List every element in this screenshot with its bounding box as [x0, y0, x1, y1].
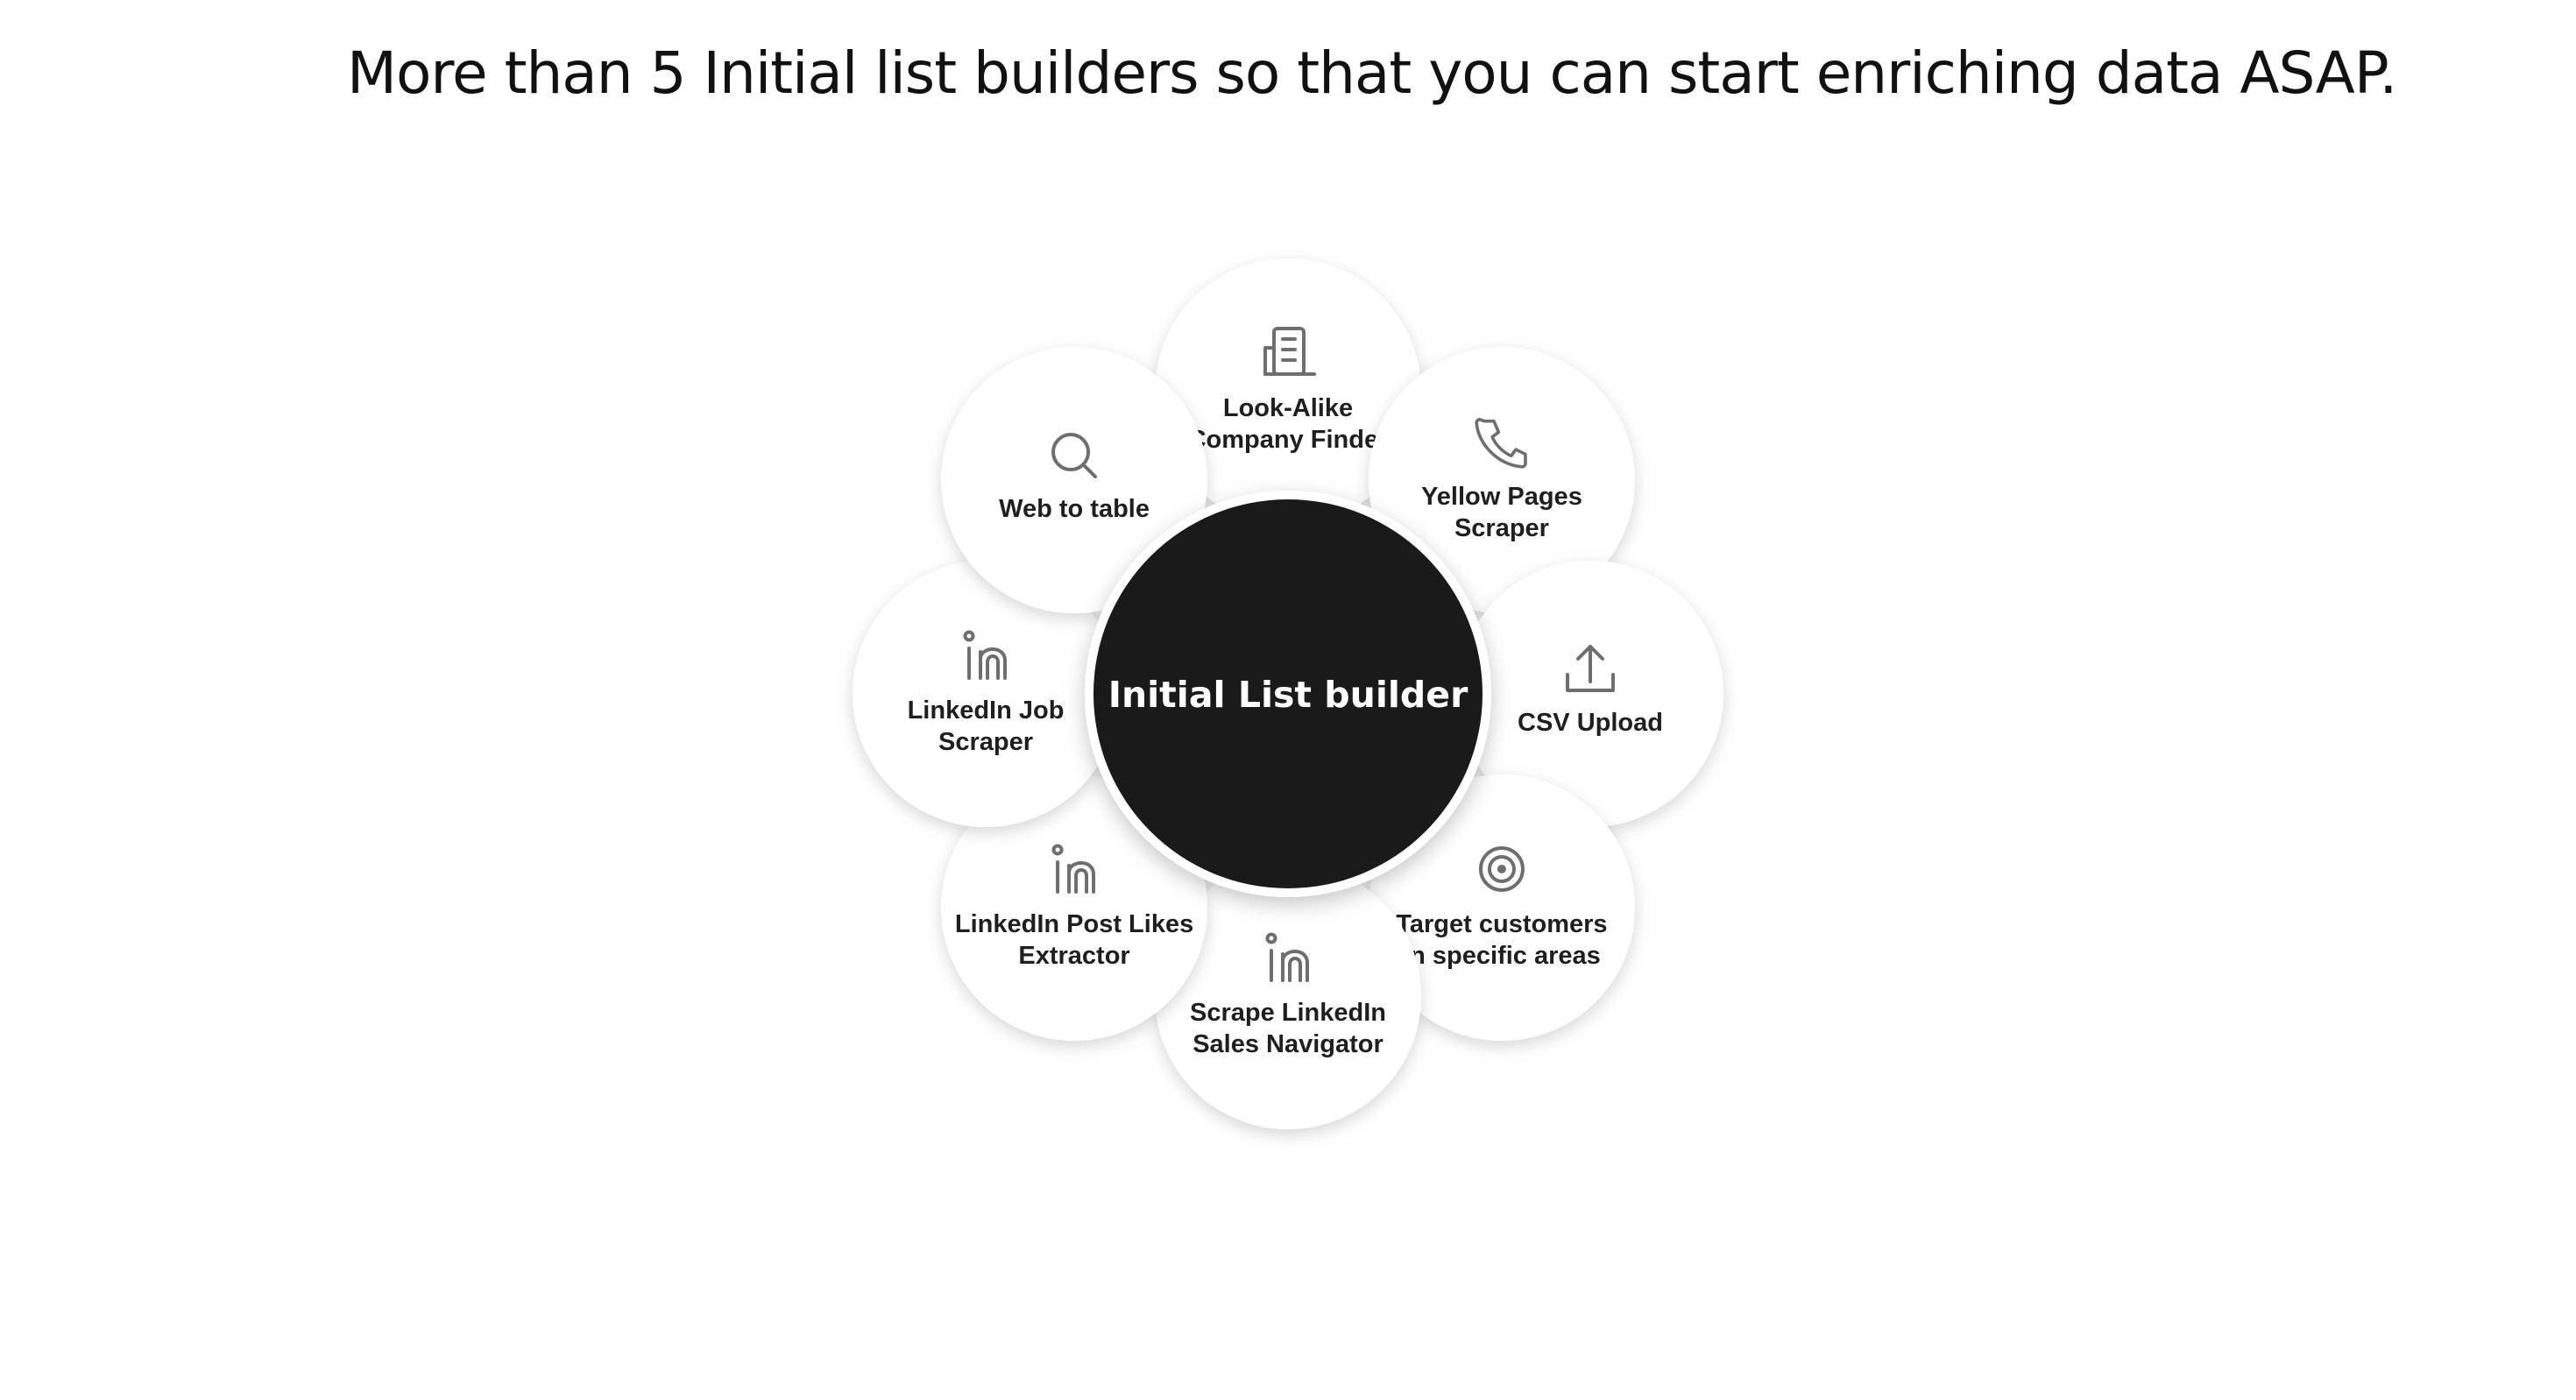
node-circle-csv-upload[interactable]	[1457, 561, 1723, 827]
node-circle-job-scraper[interactable]	[853, 561, 1119, 827]
node-label-job-scraper: LinkedIn Job	[908, 696, 1065, 725]
node-label-csv-upload: CSV Upload	[1518, 709, 1663, 737]
headline: More than 5 Initial list builders so tha…	[347, 39, 2397, 107]
node-label-yellow-pages: Yellow Pages	[1421, 483, 1582, 511]
center-hub-circle	[1093, 499, 1483, 888]
node-label-look-alike: Look-Alike	[1223, 394, 1353, 422]
node-target-customers[interactable]: Target customers in specific areas	[1368, 774, 1635, 1041]
node-circle-post-likes[interactable]	[941, 774, 1208, 1041]
linkedin-icon	[1265, 932, 1309, 982]
node-label-sales-navigator: Scrape LinkedIn	[1190, 999, 1386, 1027]
linkedin-icon	[963, 630, 1007, 680]
center-hub-label: Initial List builder	[1108, 674, 1468, 716]
node-label-post-likes: LinkedIn Post Likes	[955, 910, 1193, 938]
node-label-sales-navigator: Sales Navigator	[1192, 1030, 1384, 1058]
node-label-yellow-pages: Scraper	[1454, 514, 1549, 542]
center-hub: Initial List builder	[1085, 491, 1491, 897]
node-circle-web-to-table[interactable]	[941, 347, 1208, 614]
node-label-job-scraper: Scraper	[938, 728, 1033, 756]
node-label-target-customers: Target customers	[1396, 910, 1607, 938]
search-icon	[1051, 433, 1098, 479]
node-label-post-likes: Extractor	[1018, 942, 1129, 970]
node-label-web-to-table: Web to table	[999, 495, 1150, 523]
linkedin-icon	[1051, 844, 1096, 894]
node-circle-sales-navigator[interactable]	[1155, 863, 1421, 1129]
node-circle-yellow-pages[interactable]	[1368, 347, 1635, 614]
node-web-to-table[interactable]: Web to table	[941, 347, 1208, 614]
node-csv-upload[interactable]: CSV Upload	[1457, 561, 1723, 827]
upload-icon	[1566, 645, 1615, 692]
node-label-look-alike: Company Finder	[1188, 426, 1389, 454]
target-icon	[1478, 845, 1525, 892]
building-icon	[1263, 327, 1316, 376]
node-label-target-customers: in specific areas	[1403, 942, 1601, 970]
node-circle-target-customers[interactable]	[1368, 774, 1635, 1041]
node-circle-look-alike[interactable]	[1155, 258, 1421, 525]
phone-icon	[1475, 418, 1527, 469]
